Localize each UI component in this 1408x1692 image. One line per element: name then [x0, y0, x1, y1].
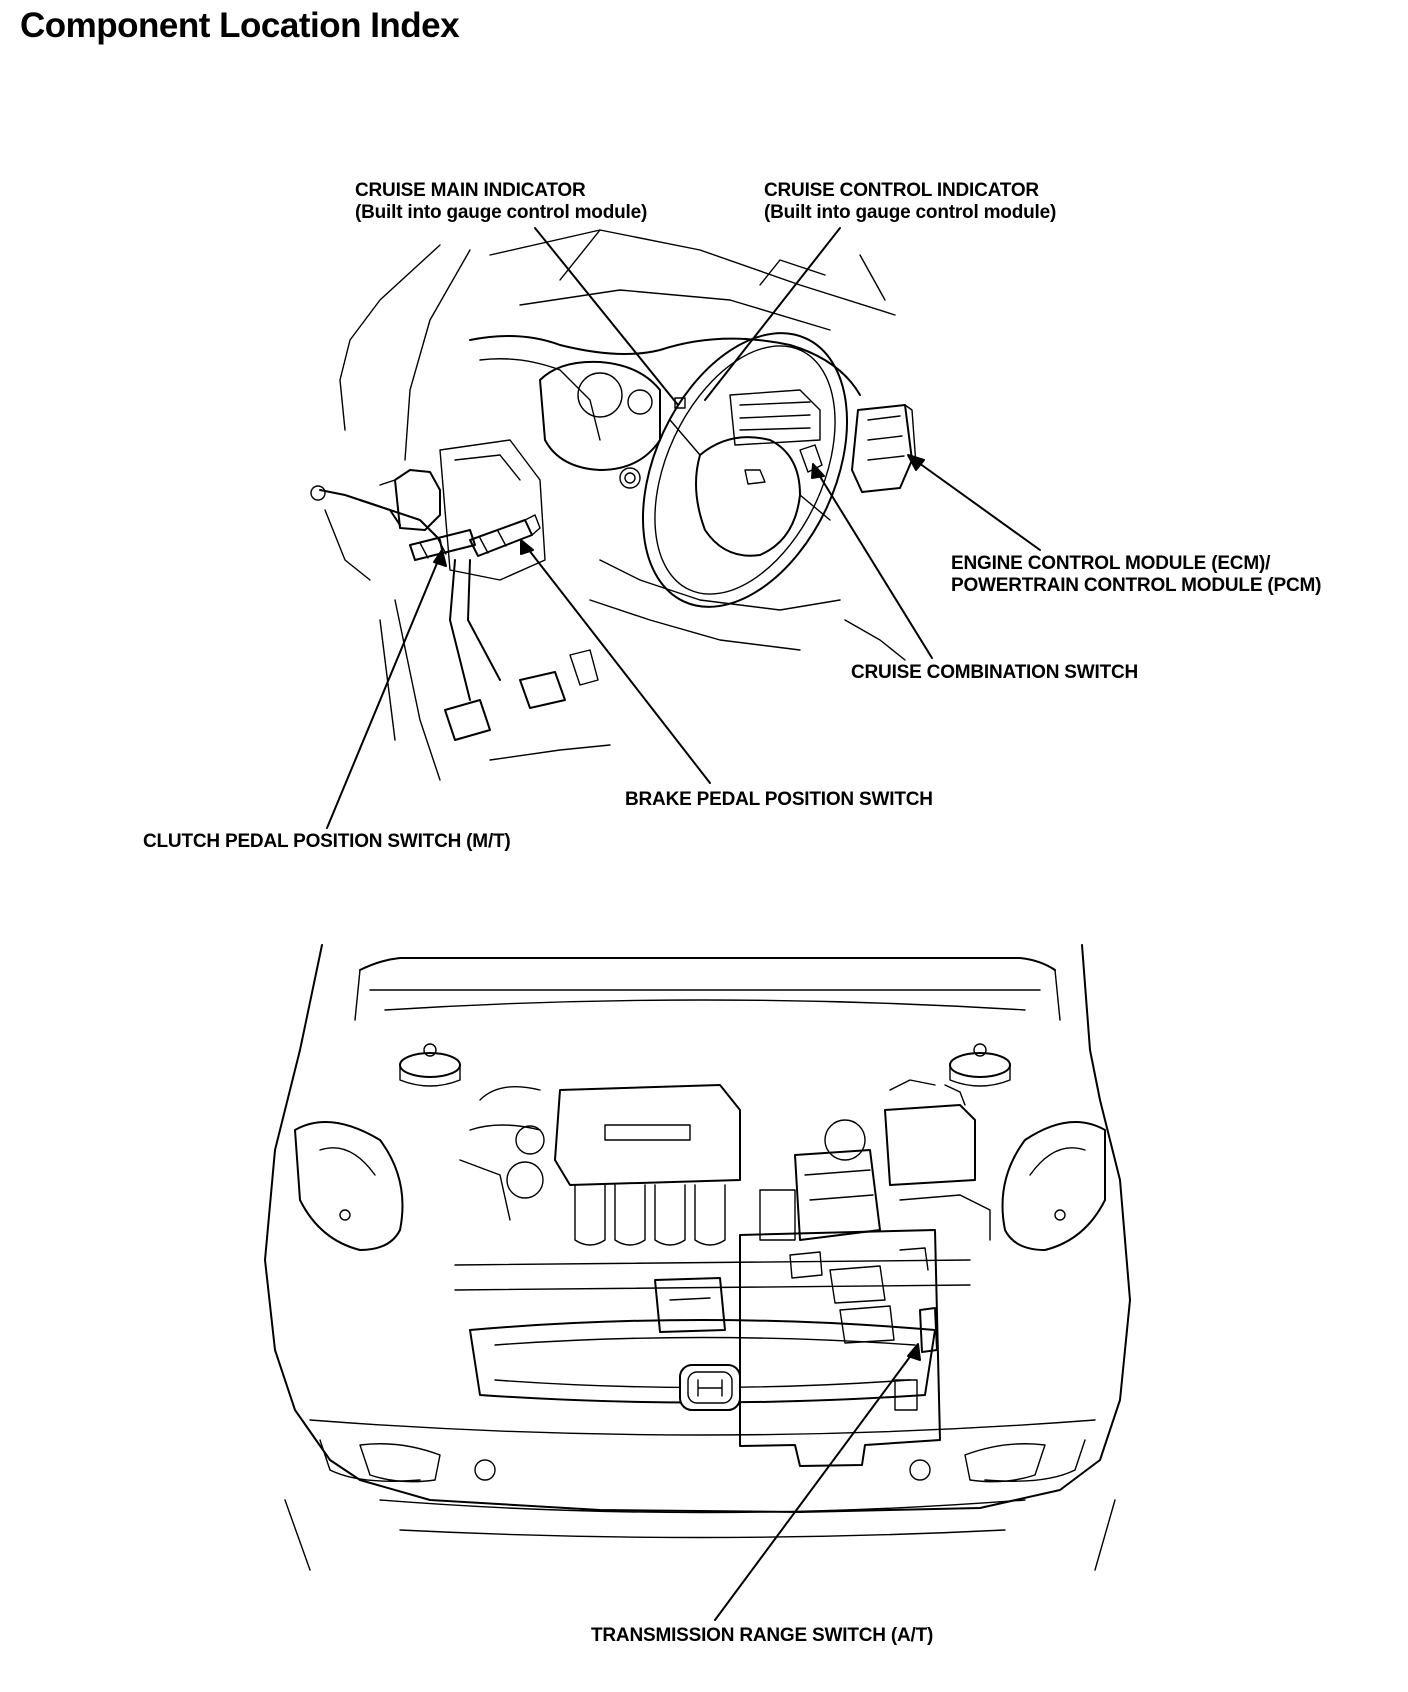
arrowhead-combination-switch	[811, 463, 825, 479]
leader-cruise-main-indicator	[534, 227, 679, 406]
engine-bay-illustration	[264, 944, 1131, 1571]
label-cruise-control-indicator-line1: CRUISE CONTROL INDICATOR	[764, 180, 1039, 201]
label-cruise-main-indicator-line1: CRUISE MAIN INDICATOR	[355, 180, 586, 201]
arrowhead-brake-switch	[520, 539, 534, 555]
label-cruise-combination-switch: CRUISE COMBINATION SWITCH	[851, 662, 1139, 683]
label-clutch-pedal-position-switch: CLUTCH PEDAL POSITION SWITCH (M/T)	[143, 831, 511, 852]
label-transmission-range-switch: TRANSMISSION RANGE SWITCH (A/T)	[591, 1625, 934, 1646]
leader-brake-pedal-switch	[524, 544, 711, 784]
label-cruise-main-indicator: CRUISE MAIN INDICATOR (Built into gauge …	[355, 180, 647, 224]
arrowhead-clutch-switch	[433, 549, 447, 567]
label-engine-control-module-line1: ENGINE CONTROL MODULE (ECM)/	[951, 553, 1271, 574]
label-cruise-control-indicator-line2: (Built into gauge control module)	[764, 202, 1057, 223]
dashboard-illustration	[310, 229, 917, 781]
leader-cruise-combination-switch	[815, 469, 933, 659]
arrowhead-ecm	[907, 454, 925, 471]
page-title: Component Location Index	[20, 6, 460, 45]
leader-lines-engine-bay	[714, 1343, 921, 1621]
leader-lines-dashboard	[326, 227, 1041, 829]
label-engine-control-module-line2: POWERTRAIN CONTROL MODULE (PCM)	[951, 575, 1322, 596]
arrowhead-transmission-range-switch	[907, 1343, 921, 1361]
label-cruise-control-indicator: CRUISE CONTROL INDICATOR (Built into gau…	[764, 180, 1056, 224]
leader-clutch-pedal-switch	[326, 555, 441, 829]
leader-transmission-range-switch	[714, 1349, 916, 1621]
label-brake-pedal-position-switch: BRAKE PEDAL POSITION SWITCH	[625, 789, 933, 810]
leader-cruise-control-indicator	[704, 227, 841, 401]
label-engine-control-module: ENGINE CONTROL MODULE (ECM)/ POWERTRAIN …	[951, 553, 1321, 597]
leader-engine-control-module	[911, 457, 1041, 551]
label-cruise-main-indicator-line2: (Built into gauge control module)	[355, 202, 648, 223]
